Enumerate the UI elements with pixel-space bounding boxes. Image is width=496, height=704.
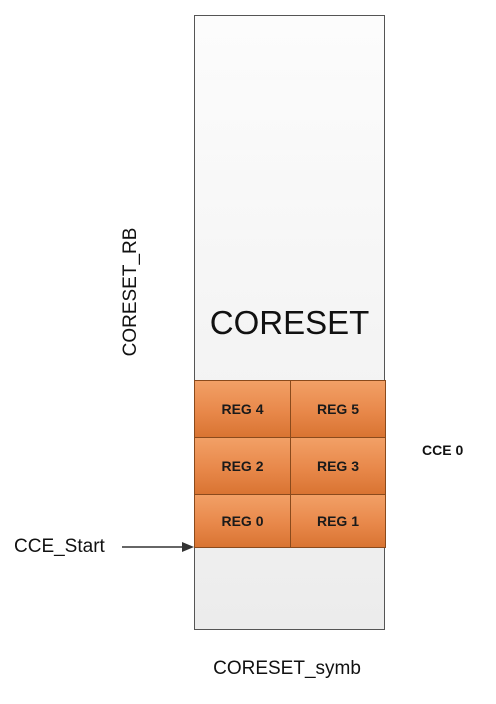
coreset-title: CORESET [209, 304, 370, 341]
coreset-rb-label: CORESET_RB [120, 227, 141, 357]
reg-3: REG 3 [290, 437, 386, 495]
reg-0: REG 0 [194, 494, 291, 548]
cce-start-label: CCE_Start [14, 536, 105, 557]
cce-start-arrow-icon [122, 542, 194, 552]
cce-label: CCE 0 [422, 442, 464, 458]
coreset-symb-label: CORESET_symb [213, 658, 361, 679]
reg-4: REG 4 [194, 380, 291, 438]
reg-5: REG 5 [290, 380, 386, 438]
reg-1: REG 1 [290, 494, 386, 548]
reg-2: REG 2 [194, 437, 291, 495]
